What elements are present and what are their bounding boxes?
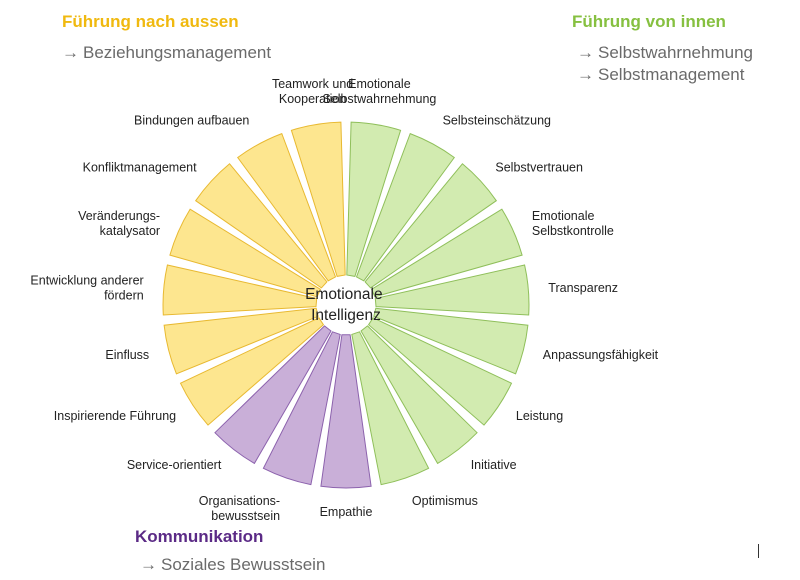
wheel-segment-label: Optimismus — [412, 494, 478, 508]
outer-leadership-item: →Beziehungsmanagement — [62, 43, 272, 62]
arrow-right-icon: → — [62, 43, 79, 62]
outer-leadership-heading: Führung nach aussen — [62, 12, 239, 31]
inner-leadership-item-2: →Selbstmanagement — [577, 65, 745, 84]
wheel-segment — [364, 163, 497, 289]
wheel-segment — [169, 208, 322, 298]
wheel-segment — [290, 121, 346, 277]
wheel-segment-label: Empathie — [320, 505, 373, 519]
wheel-center-label: Emotionale Intelligenz — [305, 286, 387, 324]
inner-leadership-item-1: →Selbstwahrnehmung — [577, 43, 753, 62]
inner-leadership-heading: Führung von innen — [572, 12, 726, 31]
wheel-segments — [162, 121, 530, 489]
wheel-segment — [360, 325, 478, 465]
wheel-segment-label: Konfliktmanagement — [83, 161, 197, 175]
wheel-segment — [370, 208, 523, 298]
wheel-segment-label: Veränderungs-katalysator — [78, 209, 160, 238]
wheel-segment — [237, 132, 337, 282]
wheel-segment-label: Organisations-bewusstsein — [199, 494, 280, 523]
wheel-segment-label: Einfluss — [105, 348, 149, 362]
text-cursor — [758, 544, 759, 558]
wheel-segment-label: Service-orientiert — [127, 458, 222, 472]
wheel-segment — [355, 132, 455, 282]
wheel-segment-label: Leistung — [516, 409, 563, 423]
wheel-segment — [367, 317, 513, 426]
wheel-segment — [373, 307, 529, 375]
wheel-segment-label: Bindungen aufbauen — [134, 114, 249, 128]
communication-heading: Kommunikation — [135, 527, 264, 546]
wheel-segment-label: Selbsteinschätzung — [443, 114, 551, 128]
wheel-segment — [351, 331, 430, 486]
wheel-segment — [195, 163, 328, 289]
wheel-segment — [374, 264, 530, 316]
wheel-segment-label: Anpassungsfähigkeit — [543, 348, 659, 362]
wheel-segment-label: Selbstvertrauen — [495, 161, 583, 175]
wheel-segment — [262, 331, 341, 486]
arrow-right-icon: → — [577, 65, 594, 84]
wheel-segment-label: Inspirierende Führung — [54, 409, 176, 423]
wheel-segment — [214, 325, 332, 465]
arrow-right-icon: → — [140, 555, 157, 574]
wheel-segment — [346, 121, 402, 277]
wheel-segment — [163, 307, 319, 375]
wheel-segment — [162, 264, 318, 316]
communication-item: →Soziales Bewusstsein — [140, 555, 326, 574]
wheel-segment — [179, 317, 325, 426]
wheel-segment-label: Initiative — [471, 458, 517, 472]
wheel-segment — [320, 334, 372, 489]
wheel-segment-label: Transparenz — [548, 281, 618, 295]
arrow-right-icon: → — [577, 43, 594, 62]
